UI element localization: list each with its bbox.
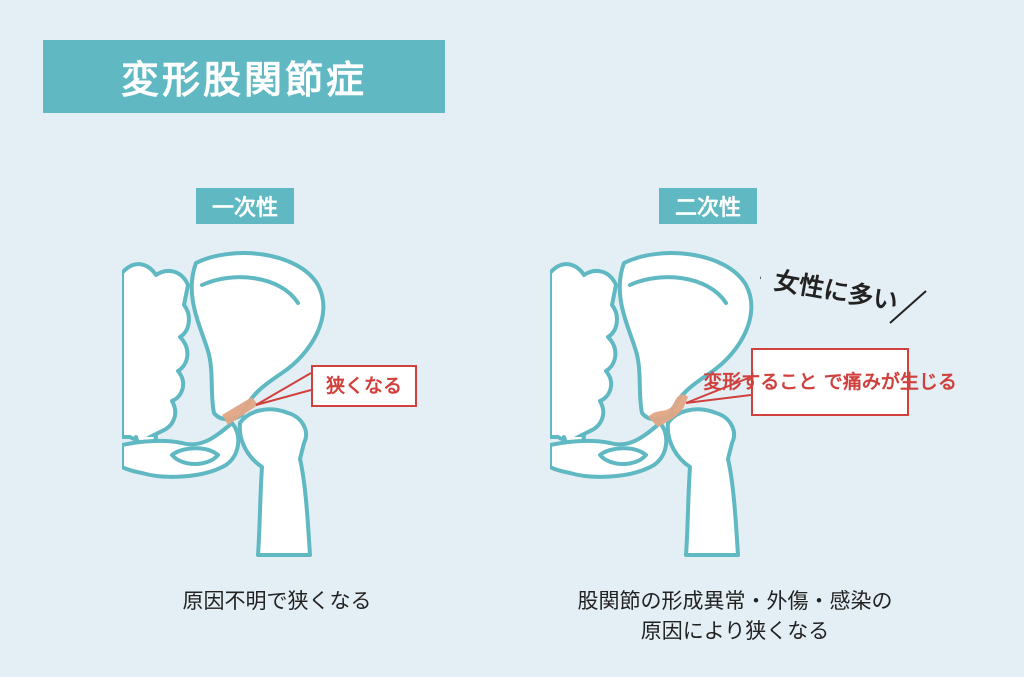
emphasis-marks <box>760 275 927 324</box>
note-women-common: 女性に多い <box>760 253 940 333</box>
tag-primary: 一次性 <box>196 188 294 224</box>
title-banner: 変形股関節症 <box>43 40 445 113</box>
page-title: 変形股関節症 <box>120 58 367 102</box>
caption-primary: 原因不明で狭くなる <box>182 589 372 613</box>
caption-secondary: 股関節の形成異常・外傷・感染の 原因により狭くなる <box>520 586 950 646</box>
caption-secondary-line-2: 原因により狭くなる <box>640 619 830 643</box>
tag-secondary: 二次性 <box>659 188 757 224</box>
callout-secondary: 変形すること で 痛みが生じる <box>703 348 957 416</box>
hip-illustration-secondary <box>550 251 754 557</box>
deformed-cartilage <box>648 394 688 427</box>
caption-secondary-line-1: 股関節の形成異常・外傷・感染の <box>577 589 893 613</box>
cartilage-band <box>222 397 258 425</box>
hip-illustration-primary <box>122 251 326 557</box>
callout-secondary-line-1: 変形すること で <box>703 371 843 393</box>
callout-primary: 狭くなる <box>311 365 417 407</box>
callout-secondary-line-2: 痛みが生じる <box>842 371 957 393</box>
